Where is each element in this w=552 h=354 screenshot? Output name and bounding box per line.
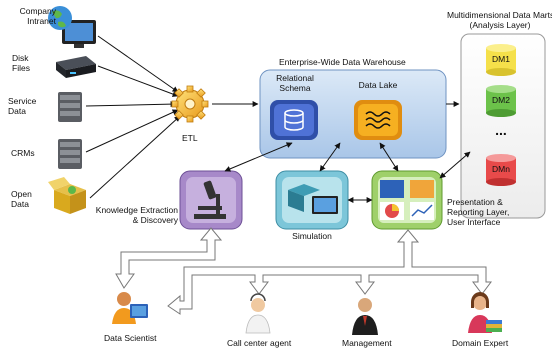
data-marts-title: Multidimensional Data Marts (Analysis La… (447, 10, 552, 30)
microscope-tile (179, 170, 243, 230)
call-center-agent-avatar (245, 293, 271, 334)
data-marts-box (460, 33, 546, 219)
gear-icon (171, 85, 209, 123)
data-lake-label: Data Lake (358, 80, 398, 90)
data-mart-label: DMn (492, 164, 510, 174)
data-mart-label: DM2 (492, 95, 510, 105)
server-rack-icon (58, 139, 82, 169)
source-label: Disk Files (12, 53, 30, 73)
data-mart-cylinder-icon (486, 85, 516, 117)
knowledge-extraction-label: Knowledge Extraction & Discovery (95, 205, 178, 225)
data-mart-label: DM1 (492, 54, 510, 64)
data-mart-ellipsis: ... (495, 122, 507, 138)
warehouse-title: Enterprise-Wide Data Warehouse (279, 57, 406, 67)
relational-schema-label: Relational Schema (276, 73, 314, 93)
management-avatar (352, 298, 378, 335)
user-label: Management (342, 338, 392, 348)
open-box-icon (48, 177, 86, 214)
data-mart-cylinder-icon (486, 44, 516, 76)
dashboard-tile (371, 170, 443, 230)
source-label: Company Intranet (19, 6, 56, 26)
simulation-label: Simulation (292, 231, 332, 241)
domain-expert-avatar (468, 292, 502, 333)
simulation-tile (275, 170, 349, 230)
warehouse-tile-arrows (224, 142, 471, 203)
globe-computer-icon (48, 6, 96, 48)
data-lake-icon (354, 100, 402, 140)
source-label: Service Data (8, 96, 37, 116)
server-rack-icon (58, 92, 82, 122)
etl-label: ETL (182, 133, 198, 143)
source-label: Open Data (11, 189, 32, 209)
user-label: Domain Expert (452, 338, 509, 348)
source-to-etl-arrows (85, 35, 181, 199)
database-icon (270, 100, 318, 140)
data-scientist-avatar (112, 292, 148, 324)
source-label: CRMs (11, 148, 35, 158)
disk-drive-icon (56, 56, 96, 78)
presentation-label: Presentation & Reporting Layer, User Int… (447, 197, 510, 227)
user-label: Call center agent (227, 338, 292, 348)
user-label: Data Scientist (104, 333, 157, 343)
data-mart-cylinder-icon (486, 154, 516, 186)
user-connector-arrows (115, 227, 492, 315)
